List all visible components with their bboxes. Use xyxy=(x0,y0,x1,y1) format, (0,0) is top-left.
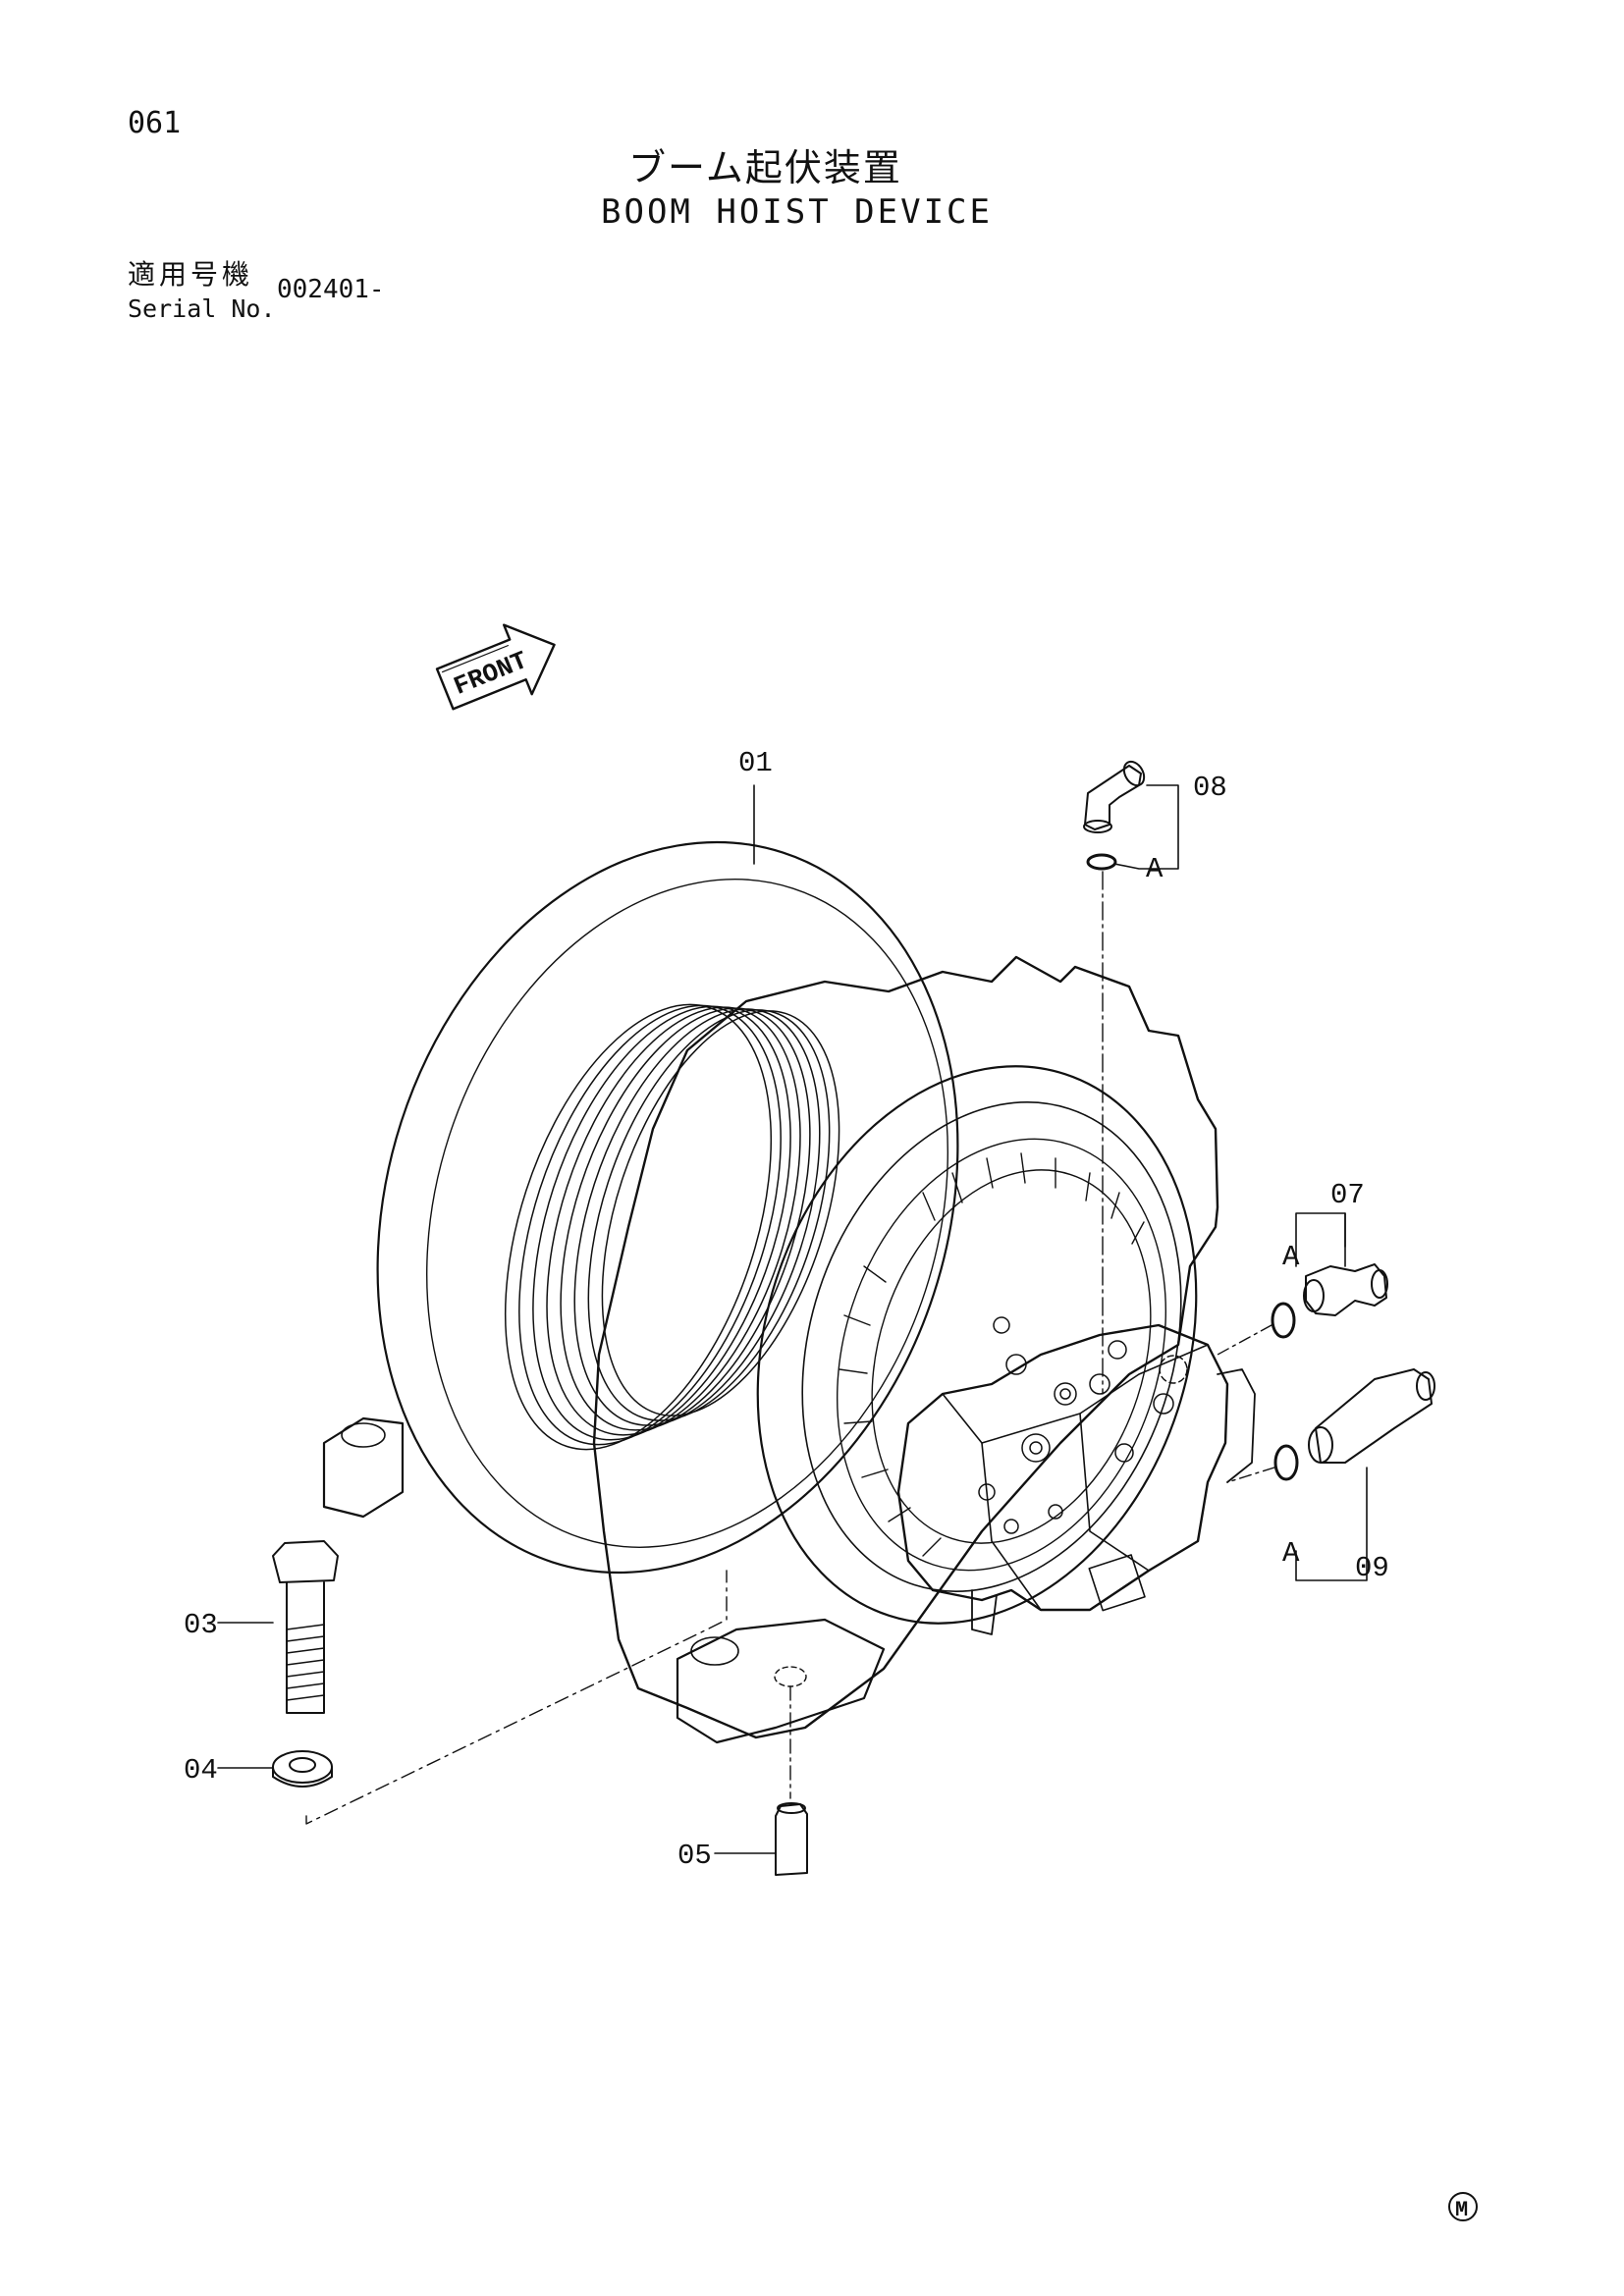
page-number: 061 xyxy=(128,106,182,140)
housing-front-flange xyxy=(756,1065,1198,1625)
o-ring-08 xyxy=(1086,853,1117,871)
winch-drum-assembly xyxy=(322,840,1256,1744)
rear-mounting-foot xyxy=(322,1416,405,1519)
nameplate xyxy=(1088,1554,1146,1612)
hydraulic-motor-block xyxy=(896,1323,1229,1612)
foot-hole-dashed xyxy=(774,1666,807,1687)
callout-leaders xyxy=(217,784,1368,1854)
title-english: BOOM HOIST DEVICE xyxy=(601,192,993,232)
front-arrow: FRONT xyxy=(435,623,556,711)
corner-mark: M xyxy=(1448,2192,1478,2222)
notched-ring xyxy=(836,1138,1167,1572)
plug-05 xyxy=(775,1802,808,1876)
callout-08: 08 xyxy=(1193,772,1227,804)
marker-a-09: A xyxy=(1282,1537,1300,1570)
callout-01: 01 xyxy=(738,747,773,779)
drum-grooves xyxy=(504,1003,840,1451)
front-mounting-foot xyxy=(676,1618,886,1744)
marker-a-08: A xyxy=(1146,853,1164,885)
leader-07-dashed xyxy=(1217,1324,1272,1356)
drum-back-flange-inner xyxy=(426,879,948,1548)
o-ring-07 xyxy=(1271,1302,1296,1339)
valve-09 xyxy=(1273,1368,1435,1481)
callout-03: 03 xyxy=(184,1609,218,1641)
housing-front-ring xyxy=(801,1101,1182,1592)
o-ring-09 xyxy=(1273,1444,1299,1481)
drum-back-flange xyxy=(376,840,959,1575)
leader-09-dashed xyxy=(1226,1467,1275,1483)
motor-bolts xyxy=(978,1316,1188,1534)
callout-09: 09 xyxy=(1355,1552,1389,1584)
marker-a-07: A xyxy=(1282,1241,1300,1273)
bolt-03 xyxy=(272,1540,339,1714)
corner-mark-letter: M xyxy=(1455,2198,1468,2222)
washer-04 xyxy=(272,1750,333,1788)
serial-label-english: Serial No. xyxy=(128,294,276,323)
elbow-fitting-08 xyxy=(1083,760,1146,871)
serial-value: 002401- xyxy=(277,275,385,304)
title-japanese: ブーム起伏装置 xyxy=(628,146,902,189)
gear-housing-outline xyxy=(592,955,1219,1739)
serial-label-japanese: 適用号機 xyxy=(128,258,254,291)
callout-07: 07 xyxy=(1330,1179,1365,1211)
straight-fitting-07 xyxy=(1271,1263,1388,1339)
callout-05: 05 xyxy=(677,1840,712,1872)
leader-03-04-dashed xyxy=(305,1570,728,1825)
callout-04: 04 xyxy=(184,1754,218,1787)
